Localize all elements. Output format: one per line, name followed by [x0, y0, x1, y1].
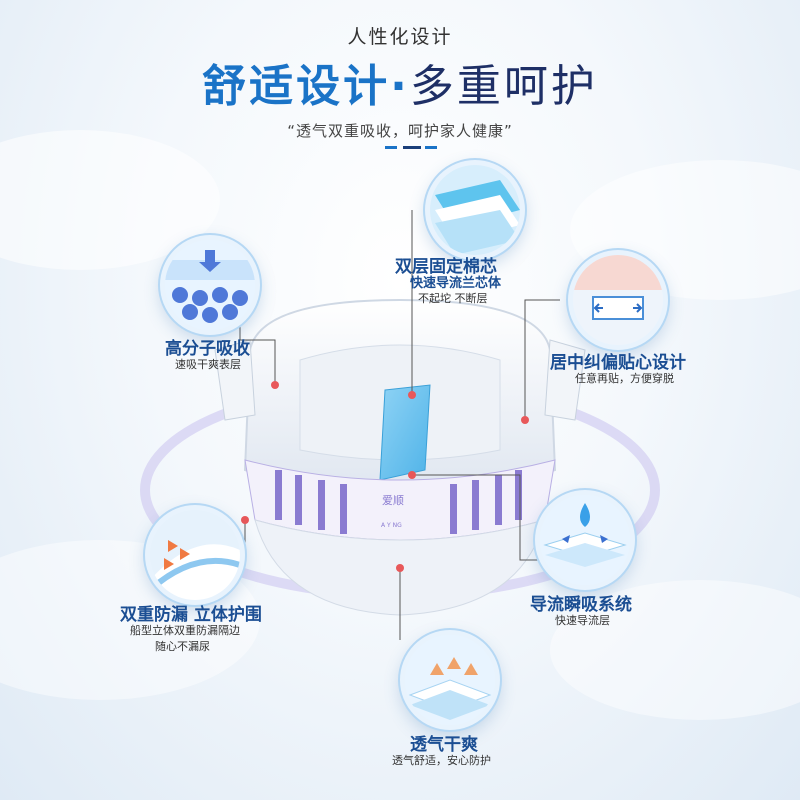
title-part-2: 多重呵护 — [409, 61, 598, 112]
feature-desc-tab: 任意再贴，方便穿脱 — [575, 372, 674, 385]
feature-desc-core-2: 不起坨 不断层 — [418, 292, 488, 305]
feature-desc-leakguard-1: 船型立体双重防漏隔边 — [130, 624, 240, 637]
feature-bubble-leakguard — [145, 505, 245, 605]
feature-title-absorb: 高分子吸收 — [165, 339, 250, 359]
feature-desc-absorb: 速吸干爽表层 — [175, 358, 241, 371]
feature-title-leakguard: 双重防漏 立体护围 — [120, 605, 262, 625]
pin-absorb — [271, 381, 279, 389]
feature-bubble-tab — [568, 250, 668, 350]
pin-core — [408, 391, 416, 399]
feature-title-diversion: 导流瞬吸系统 — [530, 595, 632, 615]
feature-title-core: 双层固定棉芯 — [395, 257, 497, 277]
waistband-brand-en: A Y NG — [381, 522, 402, 529]
feature-title-breathable: 透气干爽 — [410, 735, 478, 755]
leak-guard-icon — [150, 510, 240, 600]
title-dot: · — [390, 61, 410, 112]
feature-bubble-breathable — [400, 630, 500, 730]
feature-bubble-diversion — [535, 490, 635, 590]
waistband-brand: 爱顺 — [382, 494, 404, 507]
polymer-beads-icon — [165, 240, 255, 330]
pin-breathable — [396, 564, 404, 572]
section-kicker: 人性化设计 — [347, 26, 453, 48]
feature-desc-core-1: 快速导流兰芯体 — [410, 276, 502, 291]
breathable-arrows-icon — [405, 635, 495, 725]
pin-tab — [521, 416, 529, 424]
feature-title-tab: 居中纠偏贴心设计 — [550, 353, 686, 373]
fastening-tab-icon — [573, 255, 663, 345]
section-title: 舒适设计·多重呵护 — [0, 50, 800, 114]
feature-bubble-core — [425, 160, 525, 260]
feature-desc-breathable: 透气舒适，安心防护 — [392, 754, 491, 767]
water-drop-icon — [540, 495, 630, 585]
title-divider — [385, 146, 437, 150]
feature-desc-diversion: 快速导流层 — [555, 614, 610, 627]
layered-core-icon — [430, 165, 520, 255]
section-quote: “透气双重吸收，呵护家人健康” — [287, 122, 513, 140]
pin-leakguard — [241, 516, 249, 524]
feature-desc-leakguard-2: 随心不漏尿 — [155, 640, 210, 653]
feature-bubble-absorb — [160, 235, 260, 335]
title-part-1: 舒适设计 — [202, 61, 391, 112]
pin-diversion — [408, 471, 416, 479]
